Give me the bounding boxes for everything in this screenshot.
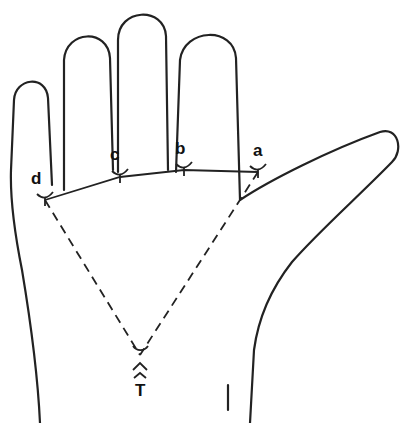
dashed-line bbox=[140, 172, 258, 355]
point-mark bbox=[37, 192, 53, 206]
point-mark bbox=[133, 363, 147, 378]
measure-lines bbox=[37, 162, 266, 378]
hand-outline bbox=[11, 15, 398, 423]
dashed-line bbox=[45, 200, 140, 355]
point-label: c bbox=[110, 146, 119, 163]
point-label: a bbox=[253, 142, 262, 159]
point-label: T bbox=[135, 382, 145, 399]
point-label: d bbox=[31, 170, 41, 187]
point-mark bbox=[112, 169, 128, 183]
angle-arc bbox=[133, 346, 148, 350]
point-label: b bbox=[175, 140, 185, 157]
solid-line bbox=[45, 170, 258, 200]
point-mark bbox=[176, 162, 192, 176]
point-mark bbox=[250, 164, 266, 178]
